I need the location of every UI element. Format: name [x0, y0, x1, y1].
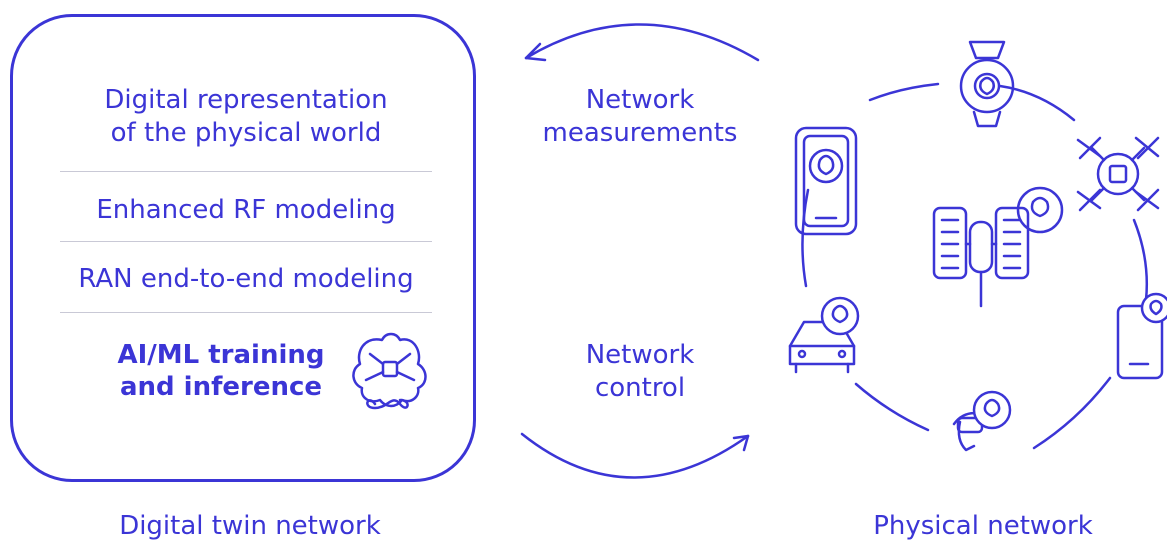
- divider-1: [60, 171, 432, 172]
- control-arrow-curve: [520, 432, 750, 479]
- digital-twin-box: [10, 14, 476, 482]
- drone-icon: [1076, 136, 1160, 212]
- ring-arc-right: [1132, 218, 1149, 302]
- tablet-icon: [794, 126, 858, 236]
- enhanced-rf-item: Enhanced RF modeling: [96, 195, 396, 225]
- digital-twin-caption: Digital twin network: [119, 511, 381, 541]
- ring-arc-top-left: [868, 82, 940, 102]
- ring-arc-bottom-right: [1032, 376, 1112, 450]
- network-measurements-label: Network measurements: [542, 85, 738, 148]
- car-icon: [788, 296, 860, 374]
- ai-ml-item: AI/ML training and inference: [117, 340, 325, 402]
- control-arrow-head: [732, 434, 750, 452]
- divider-2: [60, 241, 432, 242]
- satellite-icon: [932, 186, 1064, 308]
- ring-arc-bottom-left: [854, 382, 930, 432]
- ring-arc-top-right: [998, 84, 1076, 122]
- physical-network-caption: Physical network: [873, 511, 1093, 541]
- smartwatch-icon: [959, 40, 1015, 128]
- divider-3: [60, 312, 432, 313]
- measurements-arrow-head: [524, 42, 547, 62]
- network-control-label: Network control: [585, 340, 695, 403]
- ran-modeling-item: RAN end-to-end modeling: [78, 264, 414, 294]
- measurements-arrow-curve: [524, 23, 760, 62]
- vr-headset-icon: [952, 390, 1012, 452]
- digital-representation-item: Digital representation of the physical w…: [104, 85, 388, 148]
- brain-chip-icon: [352, 332, 427, 410]
- ring-arc-left: [801, 188, 810, 288]
- smartphone-icon: [1116, 292, 1167, 380]
